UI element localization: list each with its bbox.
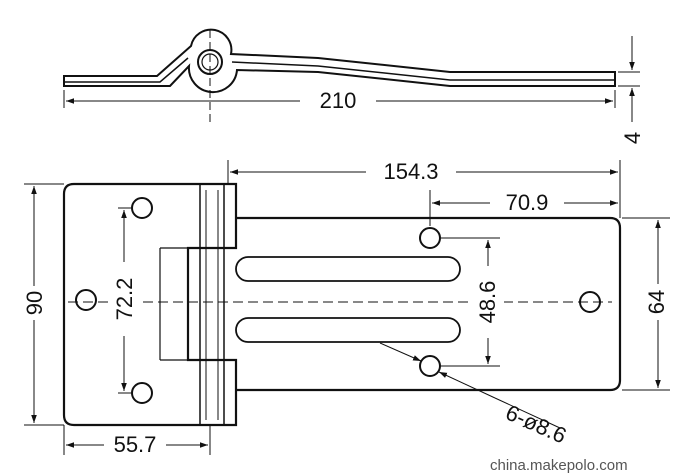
dim-48-bg (470, 266, 504, 338)
dim-4-label: 4 (620, 132, 645, 144)
dim-55-label: 55.7 (114, 432, 157, 457)
watermark-text: china.makepolo.com (490, 457, 628, 474)
dim-70-bg (490, 189, 564, 215)
callout-arrow-out (438, 371, 496, 399)
right-plate-outline (236, 216, 622, 392)
side-inner-line (64, 57, 615, 83)
dim-70-label: 70.9 (506, 190, 549, 215)
dim-210-label: 210 (320, 88, 357, 113)
dim-48-label: 48.6 (475, 281, 500, 324)
dim-90-bg (22, 286, 48, 320)
hole-leaf-middle (75, 289, 97, 311)
top-view: 154.3 70.9 90 72.2 48.6 64 (22, 158, 672, 457)
dim-90-label: 90 (22, 291, 47, 315)
dim-64-label: 64 (644, 290, 669, 314)
slot-upper (235, 256, 461, 282)
dim-72-bg (108, 262, 140, 336)
hole-leaf-top (131, 197, 153, 219)
knuckle-strip (199, 183, 225, 426)
dim-64-bg (642, 284, 672, 320)
hole-leaf-bottom (131, 382, 153, 404)
dim-210-bg (300, 86, 376, 112)
dim-154-bg (366, 158, 456, 184)
hole-plate-bottom (419, 355, 441, 377)
hole-plate-top (419, 227, 441, 249)
dim-72-label: 72.2 (112, 278, 137, 321)
slot-lower (235, 317, 461, 343)
callout-arrow-in (379, 342, 422, 362)
dim-55-bg (104, 430, 166, 456)
hole-callout-label: 6-ø8.6 (502, 400, 570, 449)
side-profile (63, 28, 616, 94)
dim-154-label: 154.3 (383, 159, 438, 184)
callout-leader (494, 397, 561, 429)
side-view: 210 4 (63, 28, 645, 144)
